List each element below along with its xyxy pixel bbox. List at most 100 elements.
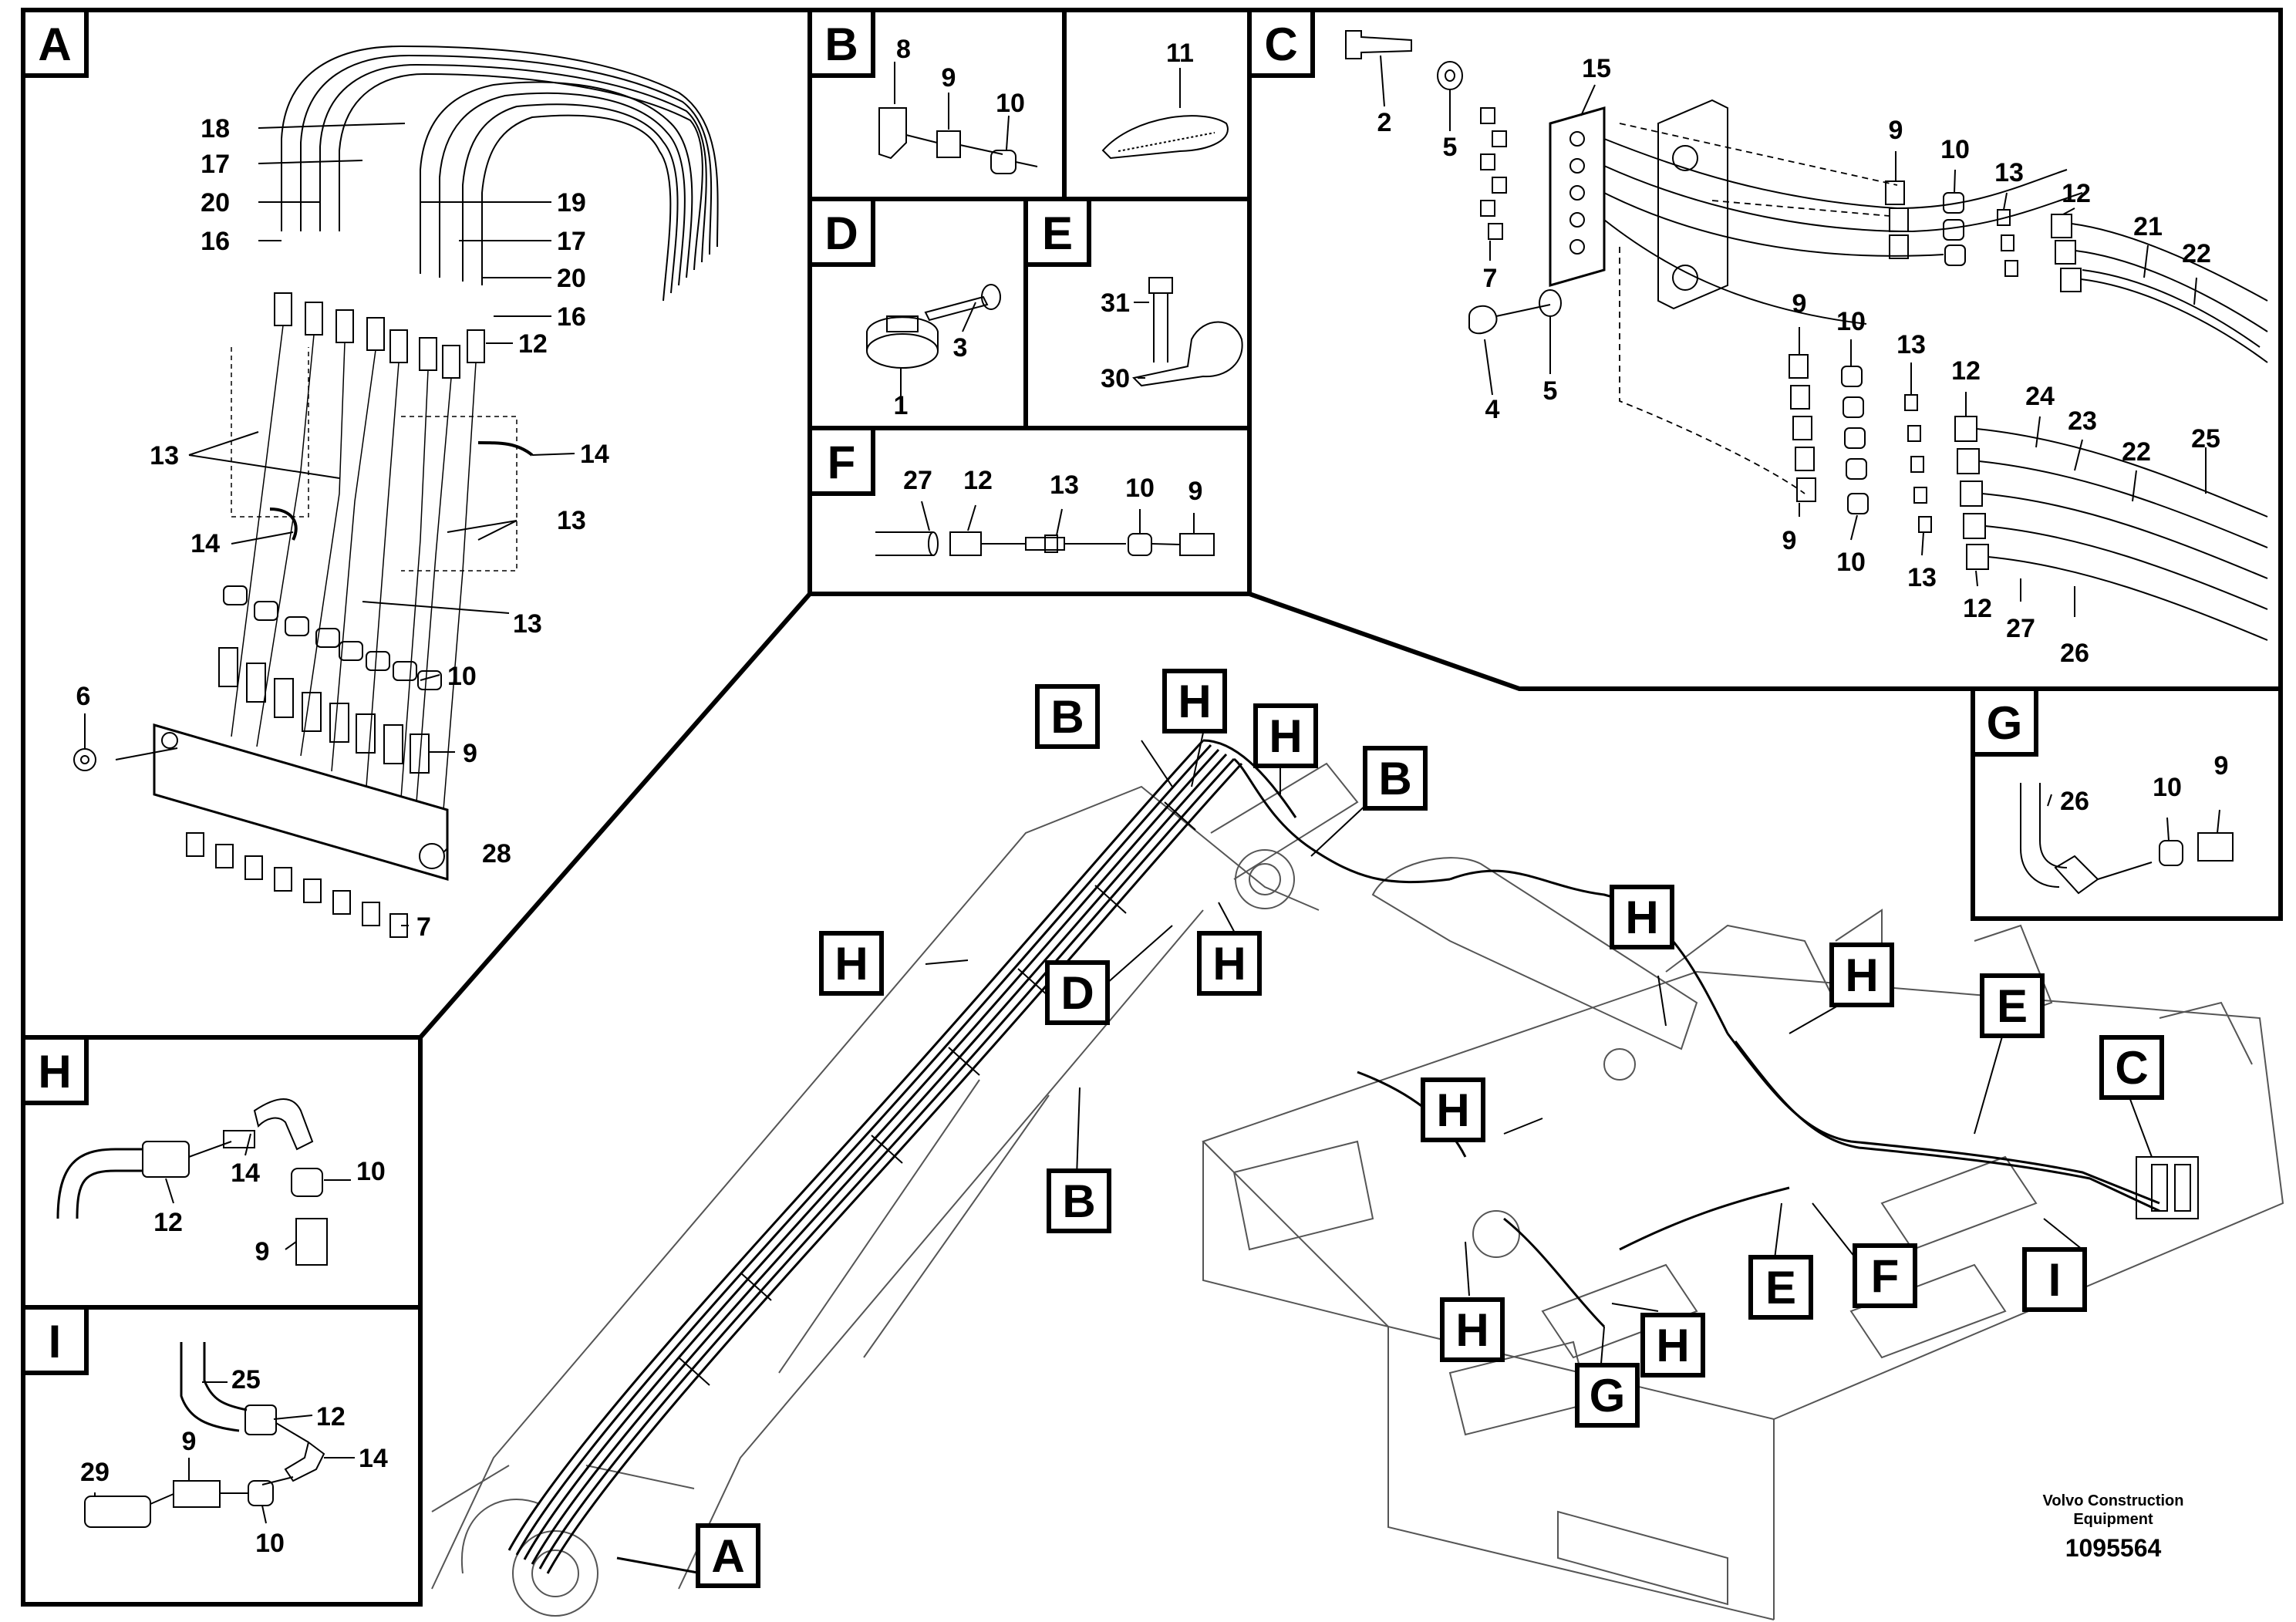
panel-e-letter: E [1042, 207, 1073, 259]
panel-h-drawing [56, 1098, 351, 1266]
panel-b2-cable-tie-11 [1101, 115, 1229, 160]
panel-i-hose-25 [180, 1342, 248, 1432]
panel-g-coupling-9 [2197, 832, 2234, 862]
callout-17-b: 17 [557, 227, 586, 256]
panel-e-tag: E [1023, 197, 1091, 267]
panel-h-hose [56, 1148, 143, 1219]
callout-i-9: 9 [182, 1427, 197, 1456]
main-tag-b-7: B [1047, 1168, 1111, 1233]
callout-c-2: 2 [1377, 108, 1392, 137]
callout-c-24: 24 [2025, 382, 2055, 411]
panel-f-callouts: 27 12 13 10 9 [903, 466, 1202, 506]
panel-d-screw-3 [924, 295, 989, 322]
panel-h-frame [21, 1035, 423, 1310]
callout-c-21: 21 [2133, 212, 2163, 241]
panel-i-fitting-12 [244, 1404, 277, 1435]
callout-c-13-c: 13 [1907, 563, 1937, 592]
main-tag-h-2: H [1253, 703, 1318, 768]
panel-a-plugs-7 [186, 832, 408, 938]
callout-i-29: 29 [80, 1458, 110, 1487]
callout-14: 14 [580, 440, 609, 469]
panel-d-drawing [866, 284, 1001, 401]
callout-f-9: 9 [1188, 477, 1203, 506]
panel-i-elbow-14 [284, 1441, 325, 1482]
main-tag-letter: G [1590, 1370, 1626, 1421]
main-tag-h-16: H [1440, 1297, 1505, 1362]
callout-h-12: 12 [153, 1208, 183, 1237]
main-tag-letter: E [1997, 980, 2028, 1032]
panel-g-callouts: 26 10 9 [2060, 751, 2228, 816]
callout-c-15: 15 [1582, 54, 1611, 83]
main-tag-letter: H [1625, 892, 1658, 943]
callout-g-26: 26 [2060, 787, 2089, 816]
panel-e-clip-30 [1131, 321, 1243, 387]
callout-9: 9 [463, 739, 477, 768]
main-tag-h-6: H [1197, 931, 1262, 996]
callout-h-10: 10 [356, 1157, 386, 1186]
panel-e-drawing [1131, 277, 1243, 387]
brand-line-1: Volvo Construction [2043, 1492, 2184, 1509]
panel-d-callouts: 3 1 [894, 333, 968, 420]
callout-g-9: 9 [2214, 751, 2229, 781]
callout-c-4: 4 [1485, 395, 1500, 424]
panel-h-callouts: 12 14 10 9 [153, 1157, 386, 1266]
callout-c-5-b: 5 [1543, 376, 1558, 406]
callout-d-3: 3 [953, 333, 968, 363]
main-tag-g-18: G [1575, 1363, 1640, 1428]
callout-14-b: 14 [190, 529, 220, 558]
main-tag-h-4: H [819, 931, 884, 996]
drawing-footer: Volvo Construction Equipment 1095564 [2043, 1492, 2184, 1562]
panel-a-leaders [84, 123, 575, 926]
main-tag-letter: H [1436, 1084, 1469, 1136]
panel-b2-drawing [1101, 68, 1229, 160]
panel-a-letter: A [38, 19, 71, 70]
panel-b-elbow-8 [878, 107, 907, 160]
panel-c-leaders [1380, 55, 2207, 617]
panel-letter-tags: A B C D E F G H [21, 8, 2038, 1375]
callout-c-13: 13 [1994, 158, 2024, 187]
brand-line-2: Equipment [2073, 1511, 2153, 1528]
main-tag-e-13: E [1748, 1255, 1813, 1320]
panel-c-upper-fittings [1885, 180, 2268, 363]
panel-b2-callouts: 11 [1166, 39, 1194, 68]
callout-10: 10 [447, 662, 477, 691]
callout-c-9-b: 9 [1792, 289, 1807, 319]
callout-28: 28 [482, 839, 511, 868]
panel-a-hoses [281, 45, 719, 302]
panel-f-frame [807, 426, 1252, 596]
panel-a-callouts: 18 17 20 16 19 17 20 16 12 13 14 13 14 1… [76, 114, 609, 942]
main-tag-letter: D [1060, 967, 1094, 1019]
callout-13-c: 13 [513, 609, 542, 639]
panel-a-washer-6 [73, 748, 96, 771]
callout-16: 16 [201, 227, 230, 256]
panel-c-tag: C [1247, 8, 1315, 78]
callout-c-9-c: 9 [1782, 526, 1797, 555]
panel-i-frame [21, 1305, 423, 1607]
callout-c-13-b: 13 [1896, 330, 1926, 359]
callout-c-27: 27 [2006, 614, 2035, 643]
callout-c-12-c: 12 [1963, 594, 1992, 623]
main-tag-b-3: B [1363, 746, 1428, 811]
panel-g-letter: G [1987, 697, 2023, 749]
main-tag-h-9: H [1829, 943, 1894, 1007]
panel-g-hose-26 [2020, 783, 2068, 888]
main-tag-letter: H [834, 938, 868, 990]
callout-7: 7 [416, 912, 431, 942]
panel-a-drawing [73, 45, 719, 938]
panel-i-letter: I [49, 1316, 62, 1367]
callout-b-9: 9 [942, 63, 956, 93]
callout-c-9: 9 [1889, 116, 1903, 145]
callout-18: 18 [201, 114, 230, 143]
panel-a-dashed-groups [231, 347, 518, 572]
main-tag-letter: E [1765, 1262, 1796, 1313]
panel-f-hose-27 [875, 531, 933, 556]
main-tag-a-19: A [696, 1523, 760, 1588]
upper-frame [1202, 909, 2284, 1620]
panel-g-drawing [2020, 783, 2234, 895]
panel-i-tag: I [21, 1305, 89, 1375]
drawing-number: 1095564 [2065, 1534, 2162, 1562]
panel-a-nuts-10 [223, 585, 442, 690]
callout-h-9: 9 [255, 1237, 270, 1266]
